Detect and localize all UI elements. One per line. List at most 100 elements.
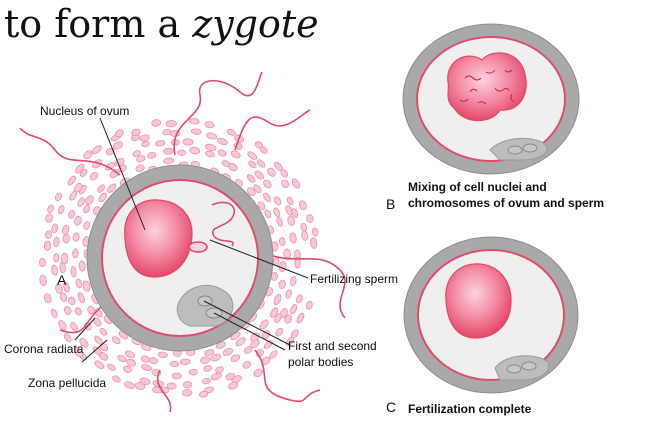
title-emphasis: zygote xyxy=(192,2,318,46)
corona-cell xyxy=(310,237,317,248)
corona-cell xyxy=(57,205,65,215)
corona-cell xyxy=(210,372,222,381)
panel-letter-c: C xyxy=(386,399,396,415)
label-zona-pellucida: Zona pellucida xyxy=(28,376,106,390)
corona-cell xyxy=(59,292,68,302)
corona-cell xyxy=(74,306,83,316)
corona-cell xyxy=(47,204,55,214)
corona-cell xyxy=(54,254,59,262)
corona-cell xyxy=(274,327,284,338)
corona-cell xyxy=(285,289,293,299)
corona-cell xyxy=(89,171,100,182)
corona-cell xyxy=(44,241,51,251)
corona-cell xyxy=(111,335,122,345)
corona-cell xyxy=(286,196,294,206)
label-polar-bodies-line1: First and second xyxy=(288,339,377,353)
corona-cell xyxy=(62,253,68,264)
corona-cell xyxy=(180,359,190,365)
corona-cell xyxy=(226,128,236,136)
corona-cell xyxy=(273,196,283,207)
corona-cell xyxy=(73,215,83,226)
corona-cell xyxy=(312,227,319,236)
corona-cell xyxy=(163,148,173,155)
corona-cell xyxy=(123,380,135,390)
corona-cell xyxy=(92,317,102,328)
corona-cell xyxy=(117,354,128,363)
corona-cell xyxy=(258,318,270,330)
corona-cell xyxy=(94,359,106,370)
corona-cell xyxy=(189,118,200,125)
corona-cell xyxy=(279,237,286,246)
corona-cell xyxy=(67,296,76,306)
corona-cell xyxy=(51,223,59,233)
corona-cell xyxy=(183,381,192,388)
label-nucleus-of-ovum: Nucleus of ovum xyxy=(40,104,129,118)
corona-cell xyxy=(45,213,54,223)
corona-cell xyxy=(262,192,272,203)
corona-cell xyxy=(264,209,273,219)
corona-cell xyxy=(189,369,198,376)
corona-cell xyxy=(301,230,309,240)
corona-cell xyxy=(182,389,192,396)
corona-cell xyxy=(204,121,215,129)
corona-cell xyxy=(54,192,63,202)
label-fertilizing-sperm: Fertilizing sperm xyxy=(310,272,398,286)
corona-cell xyxy=(67,209,76,219)
corona-cell xyxy=(247,160,257,170)
corona-cell xyxy=(296,312,306,324)
corona-cell xyxy=(189,147,200,155)
corona-cell xyxy=(147,152,157,160)
corona-cell xyxy=(222,347,234,357)
corona-cell xyxy=(276,216,284,227)
corona-cell xyxy=(53,237,59,247)
corona-cell xyxy=(202,378,211,385)
corona-cell xyxy=(279,261,287,272)
corona-cell xyxy=(273,293,283,305)
corona-cell xyxy=(242,360,252,370)
corona-cell xyxy=(278,279,286,289)
caption-b-line2: chromosomes of ovum and sperm xyxy=(408,196,604,210)
corona-cell xyxy=(246,150,258,161)
corona-cell xyxy=(84,194,95,206)
corona-cell xyxy=(76,197,86,208)
corona-cell xyxy=(163,157,174,164)
corona-cell xyxy=(139,134,150,142)
corona-cell xyxy=(170,361,179,367)
corona-cell xyxy=(291,178,302,190)
zygote-nucleus xyxy=(446,264,511,338)
corona-cell xyxy=(75,278,82,288)
panel-letter-a: A xyxy=(57,272,66,288)
corona-cell xyxy=(63,305,73,315)
corona-cell xyxy=(50,308,58,318)
corona-cell xyxy=(272,207,281,218)
corona-cell xyxy=(158,351,168,358)
corona-cell xyxy=(151,119,161,127)
corona-cell xyxy=(57,319,68,331)
corona-cell xyxy=(246,173,257,183)
label-polar-bodies-line2: polar bodies xyxy=(288,355,353,369)
corona-cell xyxy=(151,369,161,377)
corona-cell xyxy=(111,375,121,384)
corona-cell xyxy=(124,349,135,359)
corona-cell xyxy=(72,232,80,242)
corona-cell xyxy=(298,200,308,211)
corona-cell xyxy=(217,149,227,158)
corona-cell xyxy=(79,261,86,272)
panel-c-zygote xyxy=(404,237,578,393)
corona-cell xyxy=(256,158,267,168)
panel-letter-b: B xyxy=(386,196,395,212)
corona-cell xyxy=(39,275,47,287)
caption-c: Fertilization complete xyxy=(408,402,531,416)
corona-cell xyxy=(45,230,52,239)
corona-cell xyxy=(191,128,202,135)
corona-cell xyxy=(290,276,297,286)
corona-cell xyxy=(206,132,218,140)
corona-cell xyxy=(91,144,103,155)
corona-cell xyxy=(253,367,265,378)
corona-cell xyxy=(39,258,45,267)
corona-cell xyxy=(306,214,315,224)
corona-cell xyxy=(96,183,106,193)
corona-cell xyxy=(149,357,158,365)
corona-cell xyxy=(199,391,208,398)
